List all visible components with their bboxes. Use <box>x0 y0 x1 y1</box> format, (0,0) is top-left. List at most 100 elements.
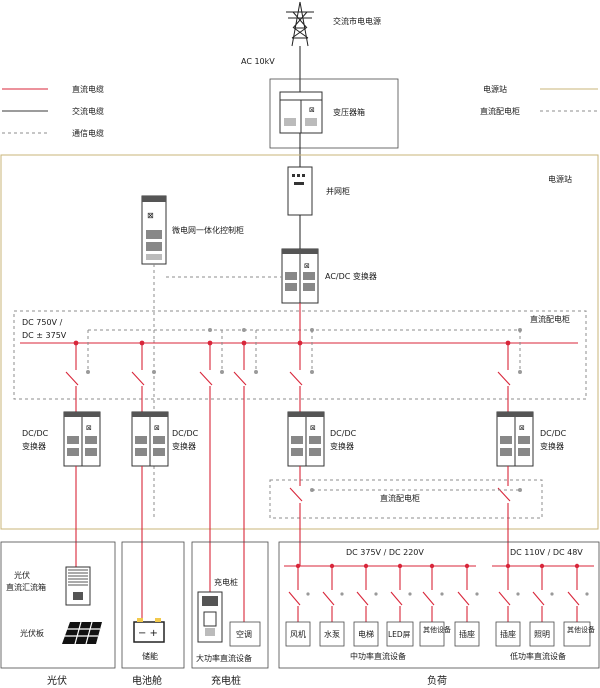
switch-storage <box>131 371 145 386</box>
svg-text:⊠: ⊠ <box>147 211 154 220</box>
load-box <box>495 621 521 647</box>
dcdc-converters: ⊠ ⊠ ⊠ ⊠ <box>63 411 534 467</box>
load-switch <box>390 591 403 606</box>
load-comm-node <box>306 592 310 596</box>
high-power-dc-label: 大功率直流设备 <box>196 653 252 663</box>
ac-voltage-label: AC 10kV <box>241 57 275 66</box>
svg-text:⊠: ⊠ <box>86 424 92 432</box>
dcdc-label-b: 变换器 <box>540 441 564 451</box>
legend-comm-label: 通信电缆 <box>72 128 104 138</box>
load-switch <box>356 591 369 606</box>
svg-text:⊠: ⊠ <box>519 424 525 432</box>
load-box <box>386 621 414 647</box>
load-box <box>563 621 591 647</box>
load-label: 其他设备 <box>567 625 595 634</box>
load-comm-node <box>408 592 412 596</box>
legend-station-label: 电源站 <box>483 84 507 94</box>
legend: 直流电缆 交流电缆 通信电缆 电源站 直流配电柜 <box>2 84 598 138</box>
dcdc-converter-icon: ⊠ <box>131 411 169 467</box>
load-box <box>454 621 480 647</box>
switch-pv <box>65 371 79 386</box>
load-label: 电梯 <box>358 629 374 639</box>
dcdc-label-b: 变换器 <box>22 441 46 451</box>
transformer-box-icon: ⊠ <box>279 91 323 134</box>
switch-sub-mid <box>289 487 303 502</box>
acdc-converter-icon: ⊠ <box>281 248 319 304</box>
grid-cabinet-label: 并网柜 <box>326 186 350 196</box>
bus-voltage-label-2: DC ± 375V <box>22 331 67 340</box>
dcdc-label-a: DC/DC <box>22 429 49 438</box>
load-switch <box>457 591 470 606</box>
charging-section-frame <box>191 541 269 669</box>
battery-icon: − + <box>133 618 165 643</box>
load-boxes: 风机 水泵 电梯 LED屏 其他设备 插座 插座 照明 其他设备 <box>285 621 595 647</box>
switch-aircon <box>233 371 247 386</box>
dcdc-converter-icon: ⊠ <box>63 411 101 467</box>
bus-voltage-label-1: DC 750V / <box>22 318 63 327</box>
load-switch <box>322 591 335 606</box>
dcdc-label-b: 变换器 <box>330 441 354 451</box>
svg-text:⊠: ⊠ <box>304 262 310 270</box>
load-box <box>285 621 311 647</box>
dc-cabinet-label: 直流配电柜 <box>530 314 570 324</box>
switch-charger <box>199 371 213 386</box>
pv-combiner-label-1: 光伏 <box>14 570 30 580</box>
load-switch <box>567 591 580 606</box>
microgrid-cabinet-label: 微电网一体化控制柜 <box>172 225 244 235</box>
aircon-label: 空调 <box>236 629 252 639</box>
transformer-label: 变压器箱 <box>333 107 365 117</box>
switch-mid <box>289 371 303 386</box>
dcdc-label-a: DC/DC <box>540 429 567 438</box>
load-box <box>419 621 445 647</box>
section-pv-title: 光伏 <box>47 674 67 687</box>
sub-dc-cabinet-label: 直流配电柜 <box>380 493 420 503</box>
load-comm-node <box>340 592 344 596</box>
load-label: 照明 <box>534 630 550 639</box>
load-switch <box>498 591 511 606</box>
load-label: 其他设备 <box>423 625 451 634</box>
load-box <box>353 621 379 647</box>
dcdc-label-a: DC/DC <box>330 429 357 438</box>
svg-text:− +: − + <box>138 628 158 639</box>
battery-section-frame <box>121 541 185 669</box>
microgrid-cabinet-icon: ⊠ <box>141 195 167 265</box>
sub-dc-cabinet-frame <box>269 479 543 519</box>
dcdc-converter-icon: ⊠ <box>496 411 534 467</box>
dcdc-converter-icon: ⊠ <box>287 411 325 467</box>
pv-panel-label: 光伏板 <box>20 628 44 638</box>
bus-branches <box>65 328 522 622</box>
load-box <box>319 621 345 647</box>
load-section-frame <box>278 541 600 669</box>
dcdc-label-b: 变换器 <box>172 441 196 451</box>
section-charging-title: 充电桩 <box>211 674 241 687</box>
load-comm-node <box>585 592 589 596</box>
pv-combiner-label-2: 直流汇流箱 <box>6 582 46 592</box>
load-label: LED屏 <box>388 630 411 639</box>
charger-label: 充电桩 <box>214 577 238 587</box>
low-voltage-label: DC 110V / DC 48V <box>510 548 583 557</box>
load-comm-node <box>475 592 479 596</box>
mid-power-label: 中功率直流设备 <box>350 651 406 661</box>
load-switch <box>532 591 545 606</box>
power-tower-icon <box>286 1 314 47</box>
load-label: 风机 <box>290 629 306 639</box>
load-comm-node <box>550 592 554 596</box>
storage-label: 储能 <box>142 651 158 661</box>
load-switch <box>288 591 301 606</box>
transformer-symbol: ⊠ <box>309 106 315 114</box>
load-comm-node <box>440 592 444 596</box>
transformer-frame <box>269 78 399 149</box>
grid-cabinet-icon <box>287 166 313 216</box>
mid-voltage-label: DC 375V / DC 220V <box>346 548 424 557</box>
load-comm-node <box>374 592 378 596</box>
legend-cabinet-label: 直流配电柜 <box>480 106 520 116</box>
load-switch <box>422 591 435 606</box>
legend-ac-label: 交流电缆 <box>72 106 104 116</box>
charging-pile-icon <box>197 591 223 643</box>
section-battery-title: 电池舱 <box>132 674 162 687</box>
svg-text:⊠: ⊠ <box>310 424 316 432</box>
aircon-box <box>229 621 261 647</box>
svg-text:⊠: ⊠ <box>154 424 160 432</box>
power-station-label: 电源站 <box>548 174 572 184</box>
